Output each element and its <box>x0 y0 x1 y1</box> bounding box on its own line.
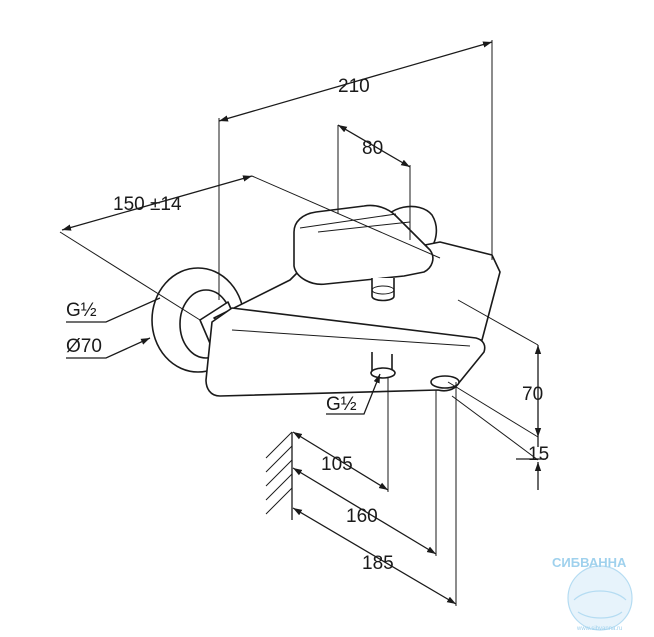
dim-line-185 <box>292 507 457 605</box>
leader-g-half-left <box>66 297 161 323</box>
label-105: 105 <box>321 454 353 475</box>
faucet-outline <box>151 204 501 397</box>
watermark-globe-icon <box>567 565 633 631</box>
lever-handle <box>293 204 434 286</box>
dim-line-210 <box>218 41 493 122</box>
dimension-labels: 210 80 150 ±14 G½ Ø70 G½ 70 15 105 160 1… <box>66 76 549 574</box>
dim-line-150 <box>61 175 253 231</box>
dim-line-80 <box>337 124 411 168</box>
label-210: 210 <box>338 76 370 97</box>
cartridge <box>371 278 395 302</box>
lever-handle-top <box>299 213 411 233</box>
label-15: 15 <box>528 444 549 465</box>
cartridge-ring <box>371 285 395 295</box>
diverter-tip <box>370 367 396 379</box>
label-diameter: Ø70 <box>66 336 102 357</box>
watermark-logo: СИБВАННА www.sibvanna.ru <box>552 555 633 632</box>
watermark-url: www.sibvanna.ru <box>576 626 622 632</box>
spout-body <box>205 307 486 397</box>
dimension-lines <box>59 40 546 606</box>
watermark-brand: СИБВАННА <box>552 555 627 570</box>
leader-diameter <box>66 337 151 359</box>
label-185: 185 <box>362 553 394 574</box>
label-70: 70 <box>522 384 543 405</box>
label-80: 80 <box>362 138 383 159</box>
label-g-half-left: G½ <box>66 300 97 321</box>
spout-front-face <box>231 329 471 347</box>
label-g-half-outlet: G½ <box>326 394 357 415</box>
label-160: 160 <box>346 506 378 527</box>
label-150: 150 ±14 <box>113 194 182 215</box>
leader-g-half-outlet <box>326 373 381 415</box>
